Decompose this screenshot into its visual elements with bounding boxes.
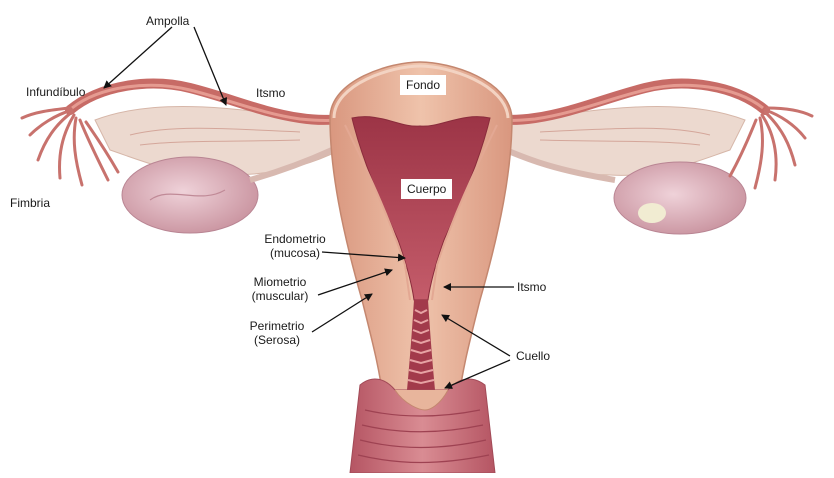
label-endometrio-line2: (mucosa)	[252, 246, 338, 260]
label-endometrio: Endometrio (mucosa)	[252, 232, 338, 260]
label-endometrio-line1: Endometrio	[252, 232, 338, 246]
right-ovary	[614, 162, 746, 234]
label-perimetrio: Perimetrio (Serosa)	[236, 319, 318, 347]
label-perimetrio-line1: Perimetrio	[236, 319, 318, 333]
label-itsmo-cervix: Itsmo	[517, 280, 546, 294]
label-miometrio: Miometrio (muscular)	[238, 275, 322, 303]
label-infundibulo: Infundíbulo	[26, 85, 85, 99]
label-perimetrio-line2: (Serosa)	[236, 333, 318, 347]
label-cuerpo: Cuerpo	[401, 179, 452, 199]
label-fimbria: Fimbria	[10, 196, 50, 210]
right-ovary-follicle	[638, 203, 666, 223]
label-fondo: Fondo	[400, 75, 446, 95]
label-itsmo-tube: Itsmo	[256, 86, 285, 100]
label-miometrio-line2: (muscular)	[238, 289, 322, 303]
label-miometrio-line1: Miometrio	[238, 275, 322, 289]
label-cuello: Cuello	[516, 349, 550, 363]
label-ampolla: Ampolla	[146, 14, 189, 28]
